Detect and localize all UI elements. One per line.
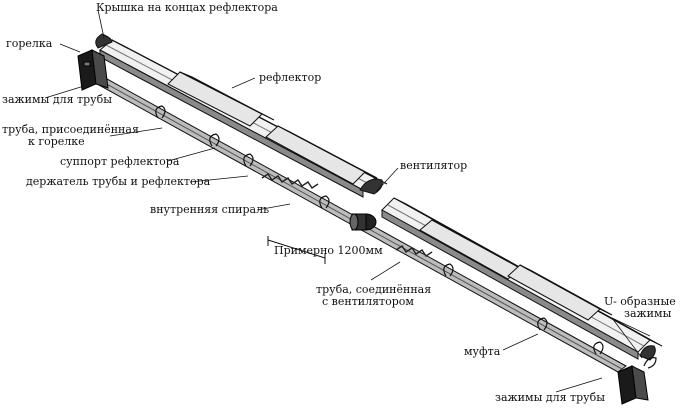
burner-box [77,49,109,91]
distance-dimension [267,236,326,264]
label-tube-to-fan-line2: с вентилятором [322,295,414,308]
reflector-upper [99,39,388,198]
label-fan: вентилятор [400,159,468,172]
label-reflector-end-caps: Крышка на концах рефлектора [96,1,278,14]
label-tube-to-burner-line2: к горелке [28,135,85,148]
label-pipe-clamps-bottom: зажимы для трубы [495,391,605,404]
reflector-supports [155,105,657,369]
label-reflector-support: суппорт рефлектора [60,155,180,168]
reflector-end-cap-lower [639,345,656,361]
end-box-lower [617,365,649,405]
label-tube-reflector-holder: держатель трубы и рефлектора [26,175,211,188]
label-coupling: муфта [464,345,501,358]
reflector-end-cap-upper [95,33,383,195]
label-inner-spiral: внутренняя спираль [150,203,270,216]
reflector-lower [381,197,663,360]
inner-spiral [261,173,433,257]
label-reflector: рефлектор [259,71,322,84]
leader-lines [44,9,651,393]
label-tube-to-burner-line1: труба, присоединённая [2,123,139,136]
fan-unit [349,213,377,231]
label-u-clamps-line1: U- образные [604,295,676,308]
label-tube-to-fan-line1: труба, соединённая [316,283,432,296]
label-distance: Примерно 1200мм [274,244,383,257]
label-burner: горелка [6,37,53,50]
label-pipe-clamps-top: зажимы для трубы [2,93,112,106]
label-u-clamps-line2: зажимы [624,307,672,320]
